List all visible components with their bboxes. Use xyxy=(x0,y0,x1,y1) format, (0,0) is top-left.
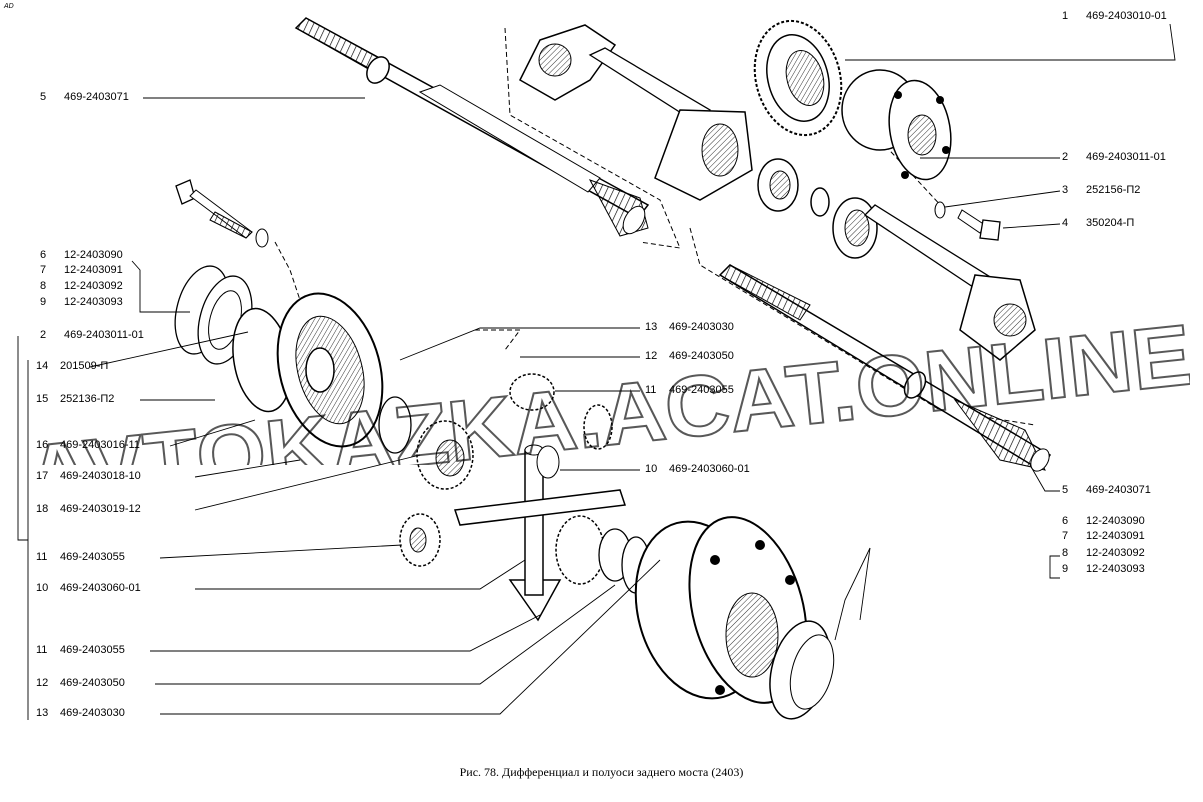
ring-gear xyxy=(753,19,843,137)
axle-shaft-upper xyxy=(294,17,650,237)
figure-caption: Рис. 78. Дифференциал и полуоси заднего … xyxy=(459,765,744,779)
corner-mark: AD xyxy=(4,3,14,10)
leader-lines xyxy=(17,23,1176,720)
axle-housing-lower xyxy=(832,197,1036,361)
pinion-gears xyxy=(399,373,613,622)
axle-housing-upper xyxy=(519,24,753,201)
differential-case-left xyxy=(232,292,384,448)
bolt-350204 xyxy=(957,209,1001,241)
differential-case-upper xyxy=(841,69,952,181)
differential-cross xyxy=(453,444,627,596)
adjusting-shims-right xyxy=(769,620,835,720)
pinion-bearing-upper xyxy=(757,158,946,219)
axle-shaft-lower xyxy=(718,264,1052,472)
bolt-201509 xyxy=(175,179,269,248)
side-gear-left xyxy=(378,396,474,490)
assembly-guide-lines xyxy=(274,27,1036,426)
